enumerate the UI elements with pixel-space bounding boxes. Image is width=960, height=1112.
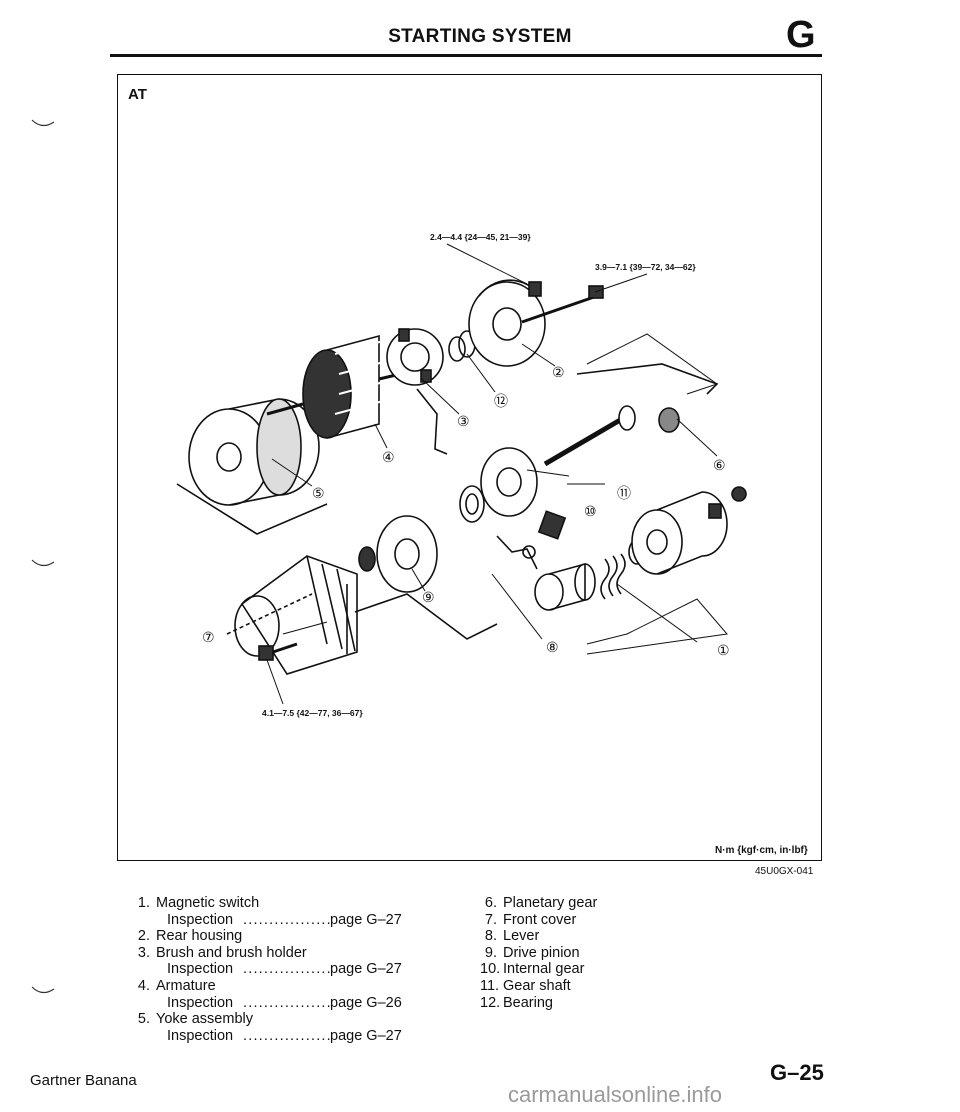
legend-item: 7.Front cover (484, 911, 577, 928)
parts-legend-left: 1.Magnetic switch Inspection............… (133, 895, 453, 1044)
legend-item: 1.Magnetic switch (137, 895, 260, 911)
callout-3: ③ (457, 413, 470, 429)
through-bolts (521, 281, 604, 324)
legend-item: 12.Bearing (480, 994, 553, 1011)
callout-12: ⑫ (494, 393, 508, 409)
lever-part (496, 510, 567, 570)
callout-7: ⑦ (202, 629, 215, 645)
page-number: G–25 (770, 1060, 824, 1085)
torque-spec-2: 3.9—7.1 {39—72, 34—62} (595, 262, 696, 272)
legend-item: 10.Internal gear (480, 961, 585, 978)
legend-item: 5.Yoke assembly (137, 1011, 253, 1028)
binding-mark (31, 119, 55, 127)
binding-mark (31, 986, 55, 994)
torque-spec-1: 2.4—4.4 {24—45, 21—39} (430, 232, 531, 242)
callout-10: ⑩ (584, 503, 597, 519)
legend-item: 9.Drive pinion (484, 944, 580, 961)
gear-shaft-part (543, 363, 719, 467)
inspection-ref: Inspection.................page G–26 (167, 994, 402, 1011)
legend-item: 6.Planetary gear (484, 895, 598, 911)
rear-housing-part (468, 279, 546, 367)
drive-pinion-part (358, 515, 438, 593)
legend-item: 2.Rear housing (137, 928, 243, 945)
legend-item: 11.Gear shaft (480, 977, 571, 994)
figure-label: AT (128, 86, 147, 103)
binding-mark (31, 559, 55, 567)
watermark: carmanualsonline.info (508, 1082, 723, 1107)
callout-4: ④ (382, 449, 395, 465)
plunger-part (534, 539, 646, 611)
figure-code: 45U0GX-041 (755, 866, 814, 877)
parts-legend-right: 6.Planetary gear 7.Front cover 8.Lever 9… (480, 895, 680, 1011)
armature-part (266, 334, 418, 439)
section-letter: G (786, 14, 816, 56)
brush-holder-part (386, 328, 448, 455)
callout-9: ⑨ (422, 589, 435, 605)
yoke-assembly-part (176, 398, 328, 535)
front-cover-part (226, 555, 498, 675)
callout-6: ⑥ (713, 457, 726, 473)
exploded-starter-diagram: ② ⑫ ③ ④ ⑤ ⑥ ⑪ ⑩ ⑨ ⑧ ① ⑦ (176, 243, 747, 705)
inspection-ref: Inspection.................page G–27 (167, 1027, 402, 1044)
torque-spec-3: 4.1—7.5 {42—77, 36—67} (262, 708, 363, 718)
callout-11: ⑪ (617, 485, 631, 501)
page-title: STARTING SYSTEM (388, 26, 572, 47)
torque-units: N·m {kgf·cm, in·lbf} (715, 845, 808, 856)
footer-source: Gartner Banana (30, 1072, 137, 1089)
magnetic-switch-part (631, 486, 747, 575)
legend-item: 8.Lever (484, 928, 540, 945)
internal-gear-part (459, 447, 538, 523)
legend-item: 4.Armature (137, 977, 216, 994)
callout-2: ② (552, 364, 565, 380)
legend-item: 3.Brush and brush holder (137, 944, 307, 961)
callout-1: ① (717, 642, 730, 658)
callout-labels: ② ⑫ ③ ④ ⑤ ⑥ ⑪ ⑩ ⑨ ⑧ ① ⑦ (202, 364, 730, 658)
inspection-ref: Inspection.................page G–27 (167, 911, 402, 928)
front-bolt-part (258, 642, 298, 661)
figure-frame (117, 74, 822, 861)
inspection-ref: Inspection.................page G–27 (167, 961, 402, 978)
callout-5: ⑤ (312, 485, 325, 501)
header-rule (110, 54, 822, 57)
callout-8: ⑧ (546, 639, 559, 655)
